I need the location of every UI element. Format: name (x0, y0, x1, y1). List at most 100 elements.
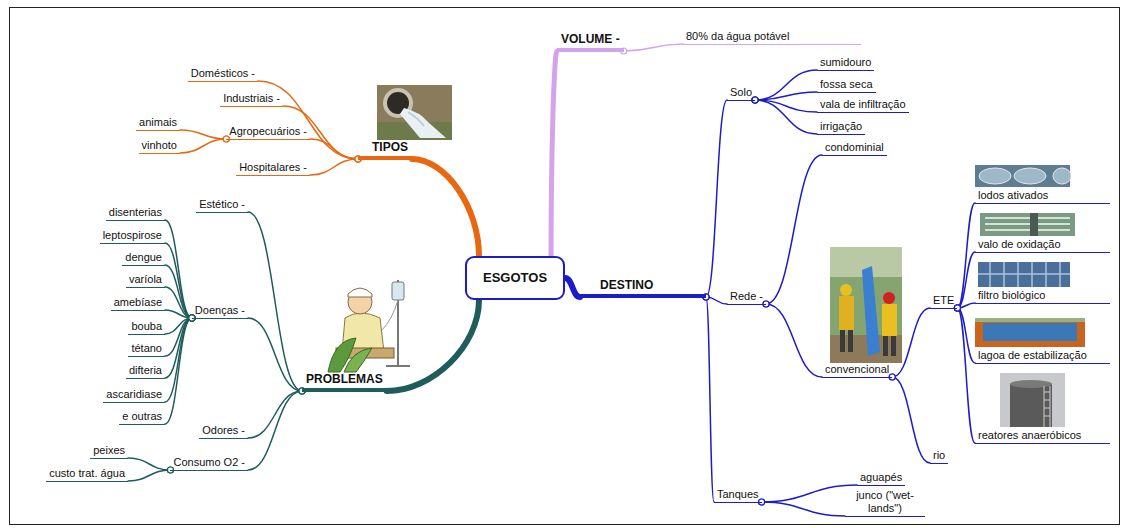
topic-text: vala de infiltração (820, 98, 906, 111)
activated-sludge-photo (975, 165, 1070, 187)
branch-path (180, 130, 226, 139)
branch-line (703, 294, 714, 502)
sub-topic: Solo (727, 86, 755, 101)
topic-text: Domésticos - (191, 67, 255, 80)
junction-dot (954, 305, 960, 311)
branch-line (752, 97, 817, 112)
sub-topic: Domésticos - (188, 67, 258, 82)
branch-path (165, 243, 192, 318)
junction-dot (189, 315, 195, 321)
stabilization-pond-photo (975, 318, 1085, 347)
branch-topic: PROBLEMAS (302, 372, 387, 392)
topic-text: valo de oxidação (978, 238, 1107, 251)
branch-line (165, 243, 195, 321)
branch-line (165, 265, 195, 321)
sub-topic: Agropecuários - (226, 125, 310, 140)
branch-path (551, 51, 557, 256)
nurse-cartoon (344, 348, 372, 372)
junction-dot (189, 315, 195, 321)
oxidation-ditch-photo (985, 218, 1070, 230)
topic-text: disenterias (109, 206, 162, 219)
branch-line (703, 100, 727, 300)
sub-topic: ETE (930, 294, 957, 309)
topic-text: tétano (131, 342, 162, 355)
junction-dot (223, 136, 229, 142)
junction-dot (954, 305, 960, 311)
branch-path (565, 278, 580, 297)
workers-photo (883, 292, 895, 304)
sub-topic: ascaridiase (103, 388, 165, 403)
sub-topic: convencional (822, 363, 892, 378)
junction-dot (889, 374, 895, 380)
branch-topic: VOLUME - (557, 32, 624, 52)
sub-topic: condominial (822, 141, 887, 156)
branch-path (165, 318, 192, 402)
workers-photo (840, 284, 852, 296)
branch-line (248, 388, 305, 470)
junction-dot (189, 315, 195, 321)
branch-path (755, 100, 817, 134)
junction-dot (189, 315, 195, 321)
junction-dot (954, 305, 960, 311)
branch-line (165, 315, 195, 378)
nurse-cartoon (386, 365, 410, 367)
branch-path (128, 470, 170, 481)
sub-topic: Industriais - (220, 92, 283, 107)
junction-dot (752, 97, 758, 103)
branch-path (957, 203, 975, 308)
branch-line (551, 51, 557, 256)
junction-dot (954, 305, 960, 311)
stabilization-pond-photo (983, 323, 1077, 341)
branch-path (892, 308, 930, 377)
branch-path (755, 70, 817, 100)
branch-path (165, 220, 192, 318)
sub-topic: varíola (126, 273, 165, 288)
junction-dot (759, 499, 765, 505)
junction-dot (189, 315, 195, 321)
junction-dot (752, 97, 758, 103)
topic-text: 80% da água potável (686, 30, 858, 43)
topic-text: ETE (933, 294, 954, 307)
sub-topic: Rede - (727, 290, 766, 305)
sub-topic: junco ("wet-lands") (845, 489, 925, 517)
sub-topic: 80% da água potável (683, 30, 861, 45)
junction-dot (189, 315, 195, 321)
sub-topic: fossa seca (817, 78, 876, 93)
branch-path (180, 139, 226, 153)
junction-dot (954, 305, 960, 311)
branch-path (762, 502, 845, 516)
stabilization-pond-photo (975, 318, 1085, 347)
sub-topic: amebíase (111, 296, 165, 311)
workers-photo (883, 336, 888, 356)
oxidation-ditch-photo (980, 213, 1075, 236)
topic-text: DESTINO (600, 278, 702, 293)
central-topic: ESGOTOS (465, 256, 565, 300)
topic-text: Rede - (730, 290, 763, 303)
branch-line (763, 155, 822, 307)
branch-line (165, 287, 195, 321)
biological-filter-photo (978, 262, 1070, 287)
junction-dot (189, 315, 195, 321)
sub-topic: valo de oxidação (975, 238, 1110, 253)
topic-text: amebíase (114, 296, 162, 309)
branch-line (954, 252, 975, 311)
topic-text: convencional (825, 363, 889, 376)
branch-line (180, 136, 229, 153)
topic-text: Hospitalares - (239, 161, 307, 174)
branch-path (165, 318, 192, 424)
branch-path (892, 377, 930, 463)
junction-dot (223, 136, 229, 142)
branch-path (248, 212, 302, 391)
topic-text: aguapés (860, 471, 902, 484)
branch-line (759, 499, 845, 516)
nurse-cartoon (392, 282, 404, 300)
topic-text: Agropecuários - (229, 125, 307, 138)
topic-text: PROBLEMAS (306, 372, 383, 387)
branch-line (621, 44, 683, 54)
topic-text: dengue (125, 251, 162, 264)
branch-line (752, 70, 817, 103)
branch-path (706, 100, 727, 297)
sub-topic: Odores - (199, 424, 248, 439)
sub-topic: aguapés (857, 471, 905, 486)
topic-text: lodos ativados (978, 189, 1107, 202)
